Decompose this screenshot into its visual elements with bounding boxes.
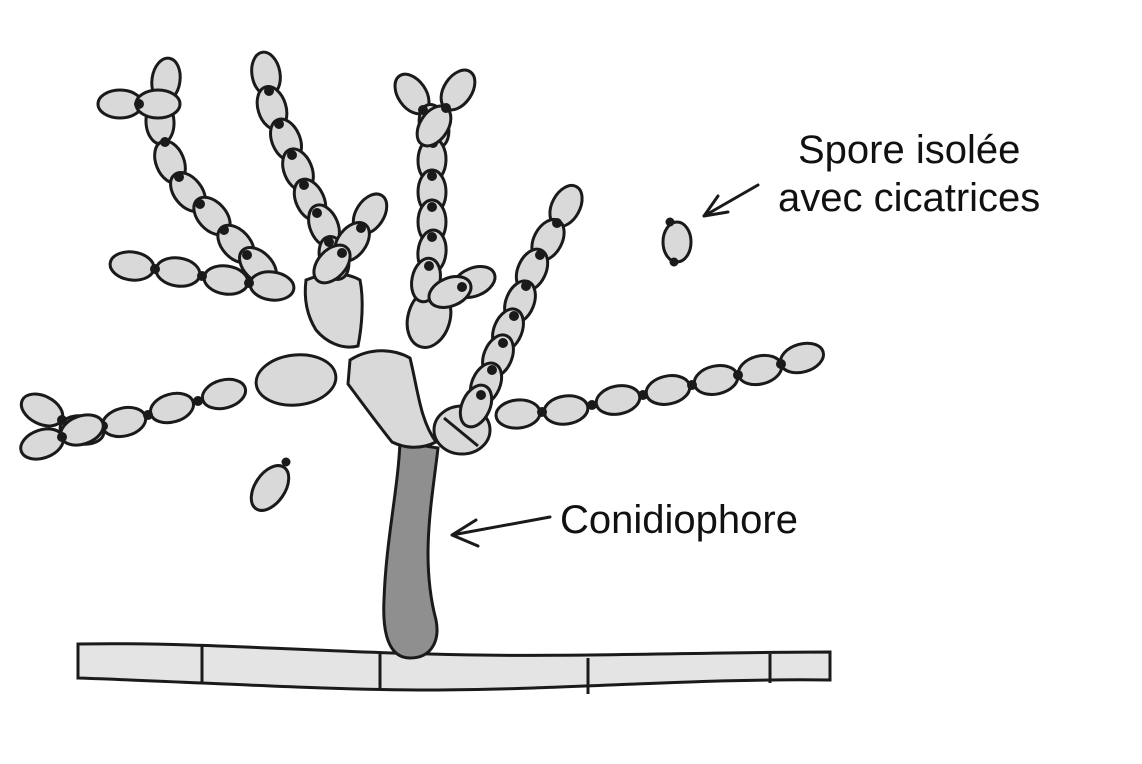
conidiophore-label: Conidiophore	[560, 498, 798, 542]
chain-spore	[148, 391, 196, 425]
spore-junction	[299, 180, 309, 190]
loose-spores	[249, 217, 693, 512]
spore-junction	[264, 86, 274, 96]
chain-spore	[108, 250, 156, 282]
chain-spore	[542, 394, 590, 426]
chain-spore	[248, 270, 296, 302]
spore-junction	[193, 396, 203, 406]
spore-junction	[509, 311, 519, 321]
conidiophore-arrow	[450, 515, 552, 548]
chain-spore	[736, 353, 784, 387]
spore-junction	[521, 281, 531, 291]
spore-scar	[669, 257, 679, 267]
spore-scar	[665, 217, 675, 227]
spore-junction	[274, 119, 284, 129]
spore-junction	[537, 407, 547, 417]
spore-junction	[195, 199, 205, 209]
spore-junction	[356, 223, 366, 233]
spore-junction	[134, 99, 144, 109]
spore-junction	[498, 338, 508, 348]
spore-junction	[219, 225, 229, 235]
spore-junction	[427, 202, 437, 212]
isolated-spore-label: Spore isolée avec cicatrices	[778, 126, 1040, 222]
upper-left-branch-cell	[303, 272, 364, 349]
spore-junction	[197, 271, 207, 281]
spore-junction	[733, 370, 743, 380]
spore-junction	[160, 137, 170, 147]
chain-spore	[644, 374, 692, 406]
spore-junction	[535, 250, 545, 260]
spore-junction	[312, 208, 322, 218]
hypha	[76, 642, 832, 694]
spore-junction	[776, 359, 786, 369]
spore-junction	[418, 105, 428, 115]
conidiophore-stalk	[382, 440, 440, 660]
chain-spore	[778, 341, 826, 375]
spore-junction	[476, 390, 486, 400]
spore-scar	[281, 457, 291, 467]
chain-spore	[100, 405, 148, 439]
spore-junction	[457, 282, 467, 292]
spore-junction	[427, 171, 437, 181]
spore-junction	[487, 365, 497, 375]
spore-junction	[150, 264, 160, 274]
isolated-spore-label-line2: avec cicatrices	[778, 176, 1041, 220]
spore-chains	[19, 50, 826, 461]
spore-arrow	[702, 183, 760, 218]
spore-junction	[337, 248, 347, 258]
spore-junction	[687, 380, 697, 390]
spore-junction	[143, 410, 153, 420]
hypha-body	[76, 642, 832, 692]
chain-spore	[154, 256, 202, 288]
chain-spore	[200, 377, 248, 411]
spore-junction	[441, 103, 451, 113]
spore-junction	[638, 390, 648, 400]
isolated-spore	[661, 220, 693, 264]
spore-junction	[57, 432, 67, 442]
cell-large-spore	[254, 353, 338, 407]
chain-spore	[692, 364, 740, 396]
spore-junction	[244, 278, 254, 288]
spore-junction	[552, 218, 562, 228]
spore-junction	[587, 400, 597, 410]
chain-spore	[594, 384, 642, 416]
spore-junction	[424, 261, 434, 271]
spore-junction	[427, 232, 437, 242]
detached-spore	[249, 464, 291, 512]
spore-junction	[324, 237, 334, 247]
arrows	[450, 183, 760, 548]
spore-junction	[287, 150, 297, 160]
spore-junction	[57, 415, 67, 425]
spore-junction	[242, 250, 252, 260]
isolated-spore-label-line1: Spore isolée	[797, 128, 1021, 172]
main-branch-cell	[346, 349, 439, 449]
spore-junction	[174, 172, 184, 182]
cell-split-septum	[443, 416, 479, 448]
chain-spore	[494, 398, 542, 430]
